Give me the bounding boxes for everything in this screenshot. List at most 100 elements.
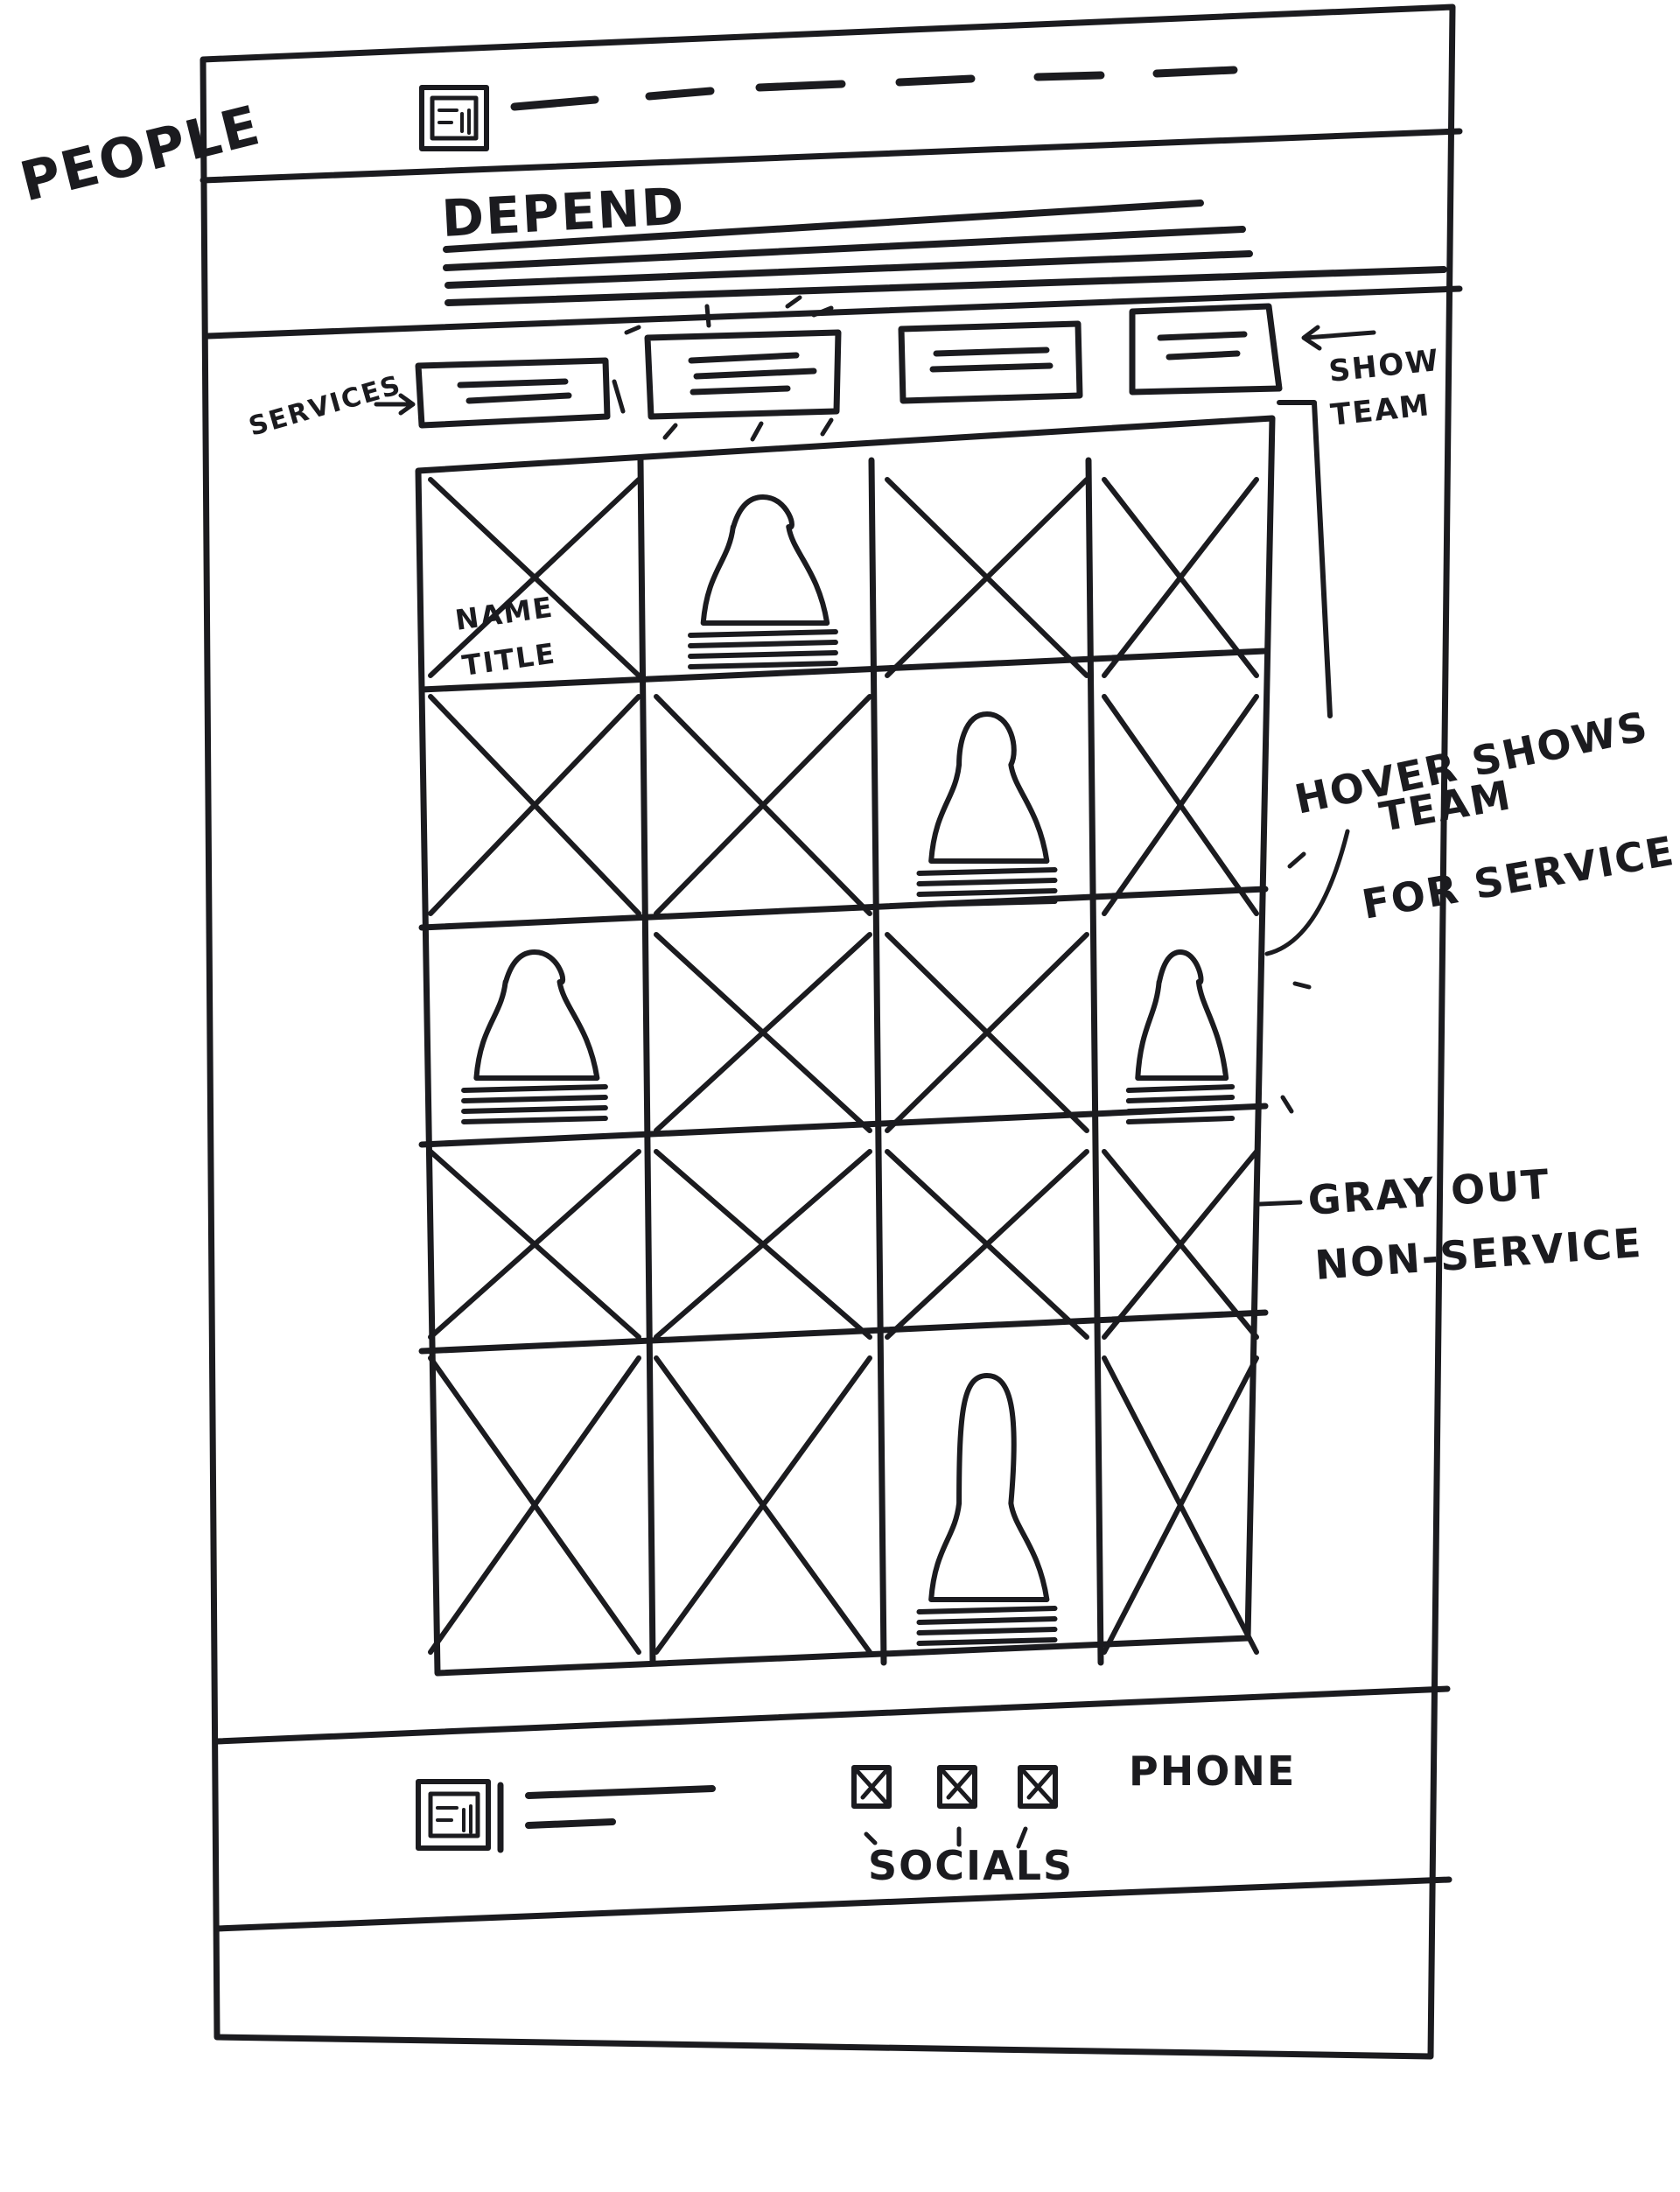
nav-link[interactable] xyxy=(895,74,976,87)
service-button-active[interactable] xyxy=(644,329,842,420)
placeholder-tile[interactable] xyxy=(885,932,1089,1133)
team-member-tile[interactable] xyxy=(688,494,838,669)
member-text-line xyxy=(1125,1116,1236,1124)
member-text-line xyxy=(916,1627,1058,1635)
page-label: PEOPLE xyxy=(14,93,267,214)
header-nav xyxy=(510,66,1238,111)
placeholder-tile[interactable] xyxy=(428,477,641,678)
member-text-line xyxy=(688,661,838,669)
grid-column-line xyxy=(637,457,656,1666)
grid-row-line xyxy=(418,648,1269,693)
placeholder-tile[interactable] xyxy=(654,694,872,916)
member-text-line xyxy=(916,1606,1058,1614)
placeholder-tile[interactable] xyxy=(428,694,641,916)
gray-out-annotation: GRAY OUT NON-SERVICE xyxy=(1257,1095,1644,1289)
member-text-line xyxy=(916,1616,1058,1625)
member-text-line xyxy=(688,650,838,659)
image-placeholder-icon xyxy=(428,1149,641,1340)
member-text-line xyxy=(916,1637,1058,1646)
phone-label[interactable]: PHONE xyxy=(1129,1747,1296,1795)
team-member-tile[interactable] xyxy=(461,949,608,1124)
header-logo-icon[interactable] xyxy=(419,85,489,151)
grid-row-line xyxy=(418,1103,1269,1148)
image-placeholder-icon xyxy=(1102,694,1259,916)
image-placeholder-icon xyxy=(654,694,872,916)
person-silhouette-icon xyxy=(1135,949,1229,1081)
image-placeholder-icon xyxy=(654,1149,872,1340)
grid-column-line xyxy=(868,457,887,1666)
team-member-tile[interactable] xyxy=(916,1373,1058,1646)
member-text-line xyxy=(461,1105,608,1114)
social-icon[interactable] xyxy=(1018,1765,1058,1809)
image-placeholder-icon xyxy=(885,1149,1089,1340)
hero-text-line xyxy=(443,226,1246,271)
hover-indicator xyxy=(612,295,834,442)
person-silhouette-icon xyxy=(928,1373,1050,1602)
placeholder-tile[interactable] xyxy=(1102,477,1259,678)
grid-column-line xyxy=(1085,457,1104,1666)
hero-section: DEPEND xyxy=(205,176,1463,340)
nav-link[interactable] xyxy=(1033,71,1105,81)
image-placeholder-icon xyxy=(885,477,1089,678)
footer-text-line xyxy=(525,1785,716,1799)
placeholder-tile[interactable] xyxy=(654,932,872,1133)
nav-link[interactable] xyxy=(1152,66,1238,78)
placeholder-tile[interactable] xyxy=(654,1355,872,1655)
member-text-line xyxy=(1125,1105,1236,1114)
grid-lines xyxy=(418,457,1269,1666)
gray-out-line1: GRAY OUT xyxy=(1306,1160,1552,1224)
nav-link[interactable] xyxy=(645,87,715,101)
nav-link[interactable] xyxy=(755,80,846,92)
image-placeholder-icon xyxy=(428,1355,641,1655)
person-silhouette-icon xyxy=(473,949,600,1081)
placeholder-tile[interactable] xyxy=(885,1149,1089,1340)
image-placeholder-icon xyxy=(1102,1355,1259,1655)
header-divider xyxy=(200,128,1463,184)
placeholder-tile[interactable] xyxy=(428,1149,641,1340)
footer-mid-divider xyxy=(214,1876,1452,1932)
image-placeholder-icon xyxy=(428,477,641,678)
team-member-tile[interactable] xyxy=(1125,949,1236,1124)
tile-caption-title: TITLE xyxy=(460,636,558,683)
member-text-line xyxy=(916,878,1058,886)
placeholder-tile[interactable] xyxy=(1102,694,1259,916)
site-footer: SOCIALS PHONE xyxy=(214,1685,1452,1932)
footer-text-line xyxy=(525,1818,616,1829)
hover-annotation: HOVER SHOWS TEAM FOR SERVICE xyxy=(1264,702,1679,990)
show-team-label: SHOW xyxy=(1327,343,1442,389)
service-button[interactable] xyxy=(898,320,1083,404)
image-placeholder-icon xyxy=(428,694,641,916)
service-button[interactable] xyxy=(415,357,611,429)
social-icon[interactable] xyxy=(851,1765,892,1809)
placeholder-tile[interactable] xyxy=(428,1355,641,1655)
member-text-line xyxy=(688,629,838,638)
hover-annotation-line3: FOR SERVICE xyxy=(1359,827,1679,928)
member-text-line xyxy=(461,1095,608,1103)
footer-logo-icon[interactable] xyxy=(416,1779,504,1853)
hero-text-line xyxy=(443,200,1204,253)
grid-row-line xyxy=(418,886,1269,931)
member-text-line xyxy=(1125,1095,1236,1103)
image-placeholder-icon xyxy=(1102,477,1259,678)
site-header xyxy=(200,66,1463,184)
member-text-line xyxy=(688,640,838,648)
nav-link[interactable] xyxy=(510,95,599,111)
placeholder-tile[interactable] xyxy=(1102,1149,1259,1340)
tile-caption-name: NAME xyxy=(453,591,556,637)
person-silhouette-icon xyxy=(700,494,830,626)
team-grid: NAME TITLE xyxy=(415,415,1276,1677)
person-silhouette-icon xyxy=(928,711,1050,864)
hero-text-line xyxy=(444,266,1447,306)
placeholder-tile[interactable] xyxy=(885,477,1089,678)
service-button[interactable] xyxy=(1129,303,1283,396)
member-text-line xyxy=(916,867,1058,876)
member-text-line xyxy=(916,899,1058,907)
socials-label: SOCIALS xyxy=(868,1842,1074,1889)
footer-top-divider xyxy=(214,1685,1451,1745)
placeholder-tile[interactable] xyxy=(1102,1355,1259,1655)
image-placeholder-icon xyxy=(654,932,872,1133)
team-member-tile[interactable] xyxy=(916,711,1058,907)
placeholder-tile[interactable] xyxy=(654,1149,872,1340)
social-icon[interactable] xyxy=(937,1765,977,1809)
